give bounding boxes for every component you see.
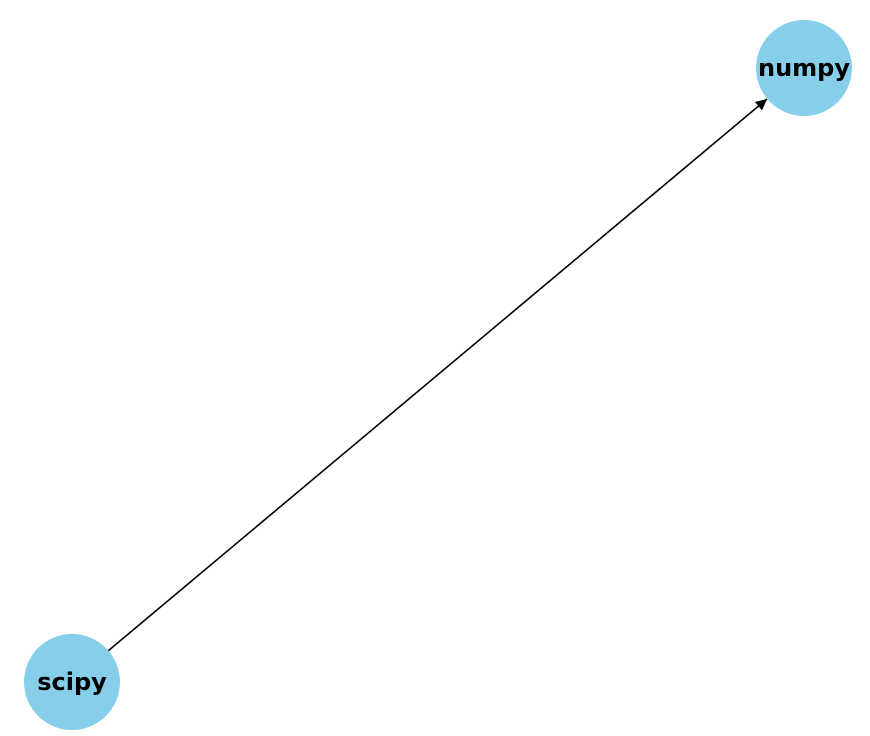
node-scipy-label: scipy (37, 668, 107, 696)
edge-scipy-to-numpy (107, 98, 768, 652)
node-numpy-label: numpy (758, 54, 850, 82)
node-scipy-circle (24, 634, 120, 730)
node-numpy: numpy (756, 20, 852, 116)
node-scipy: scipy (24, 634, 120, 730)
node-numpy-circle (756, 20, 852, 116)
